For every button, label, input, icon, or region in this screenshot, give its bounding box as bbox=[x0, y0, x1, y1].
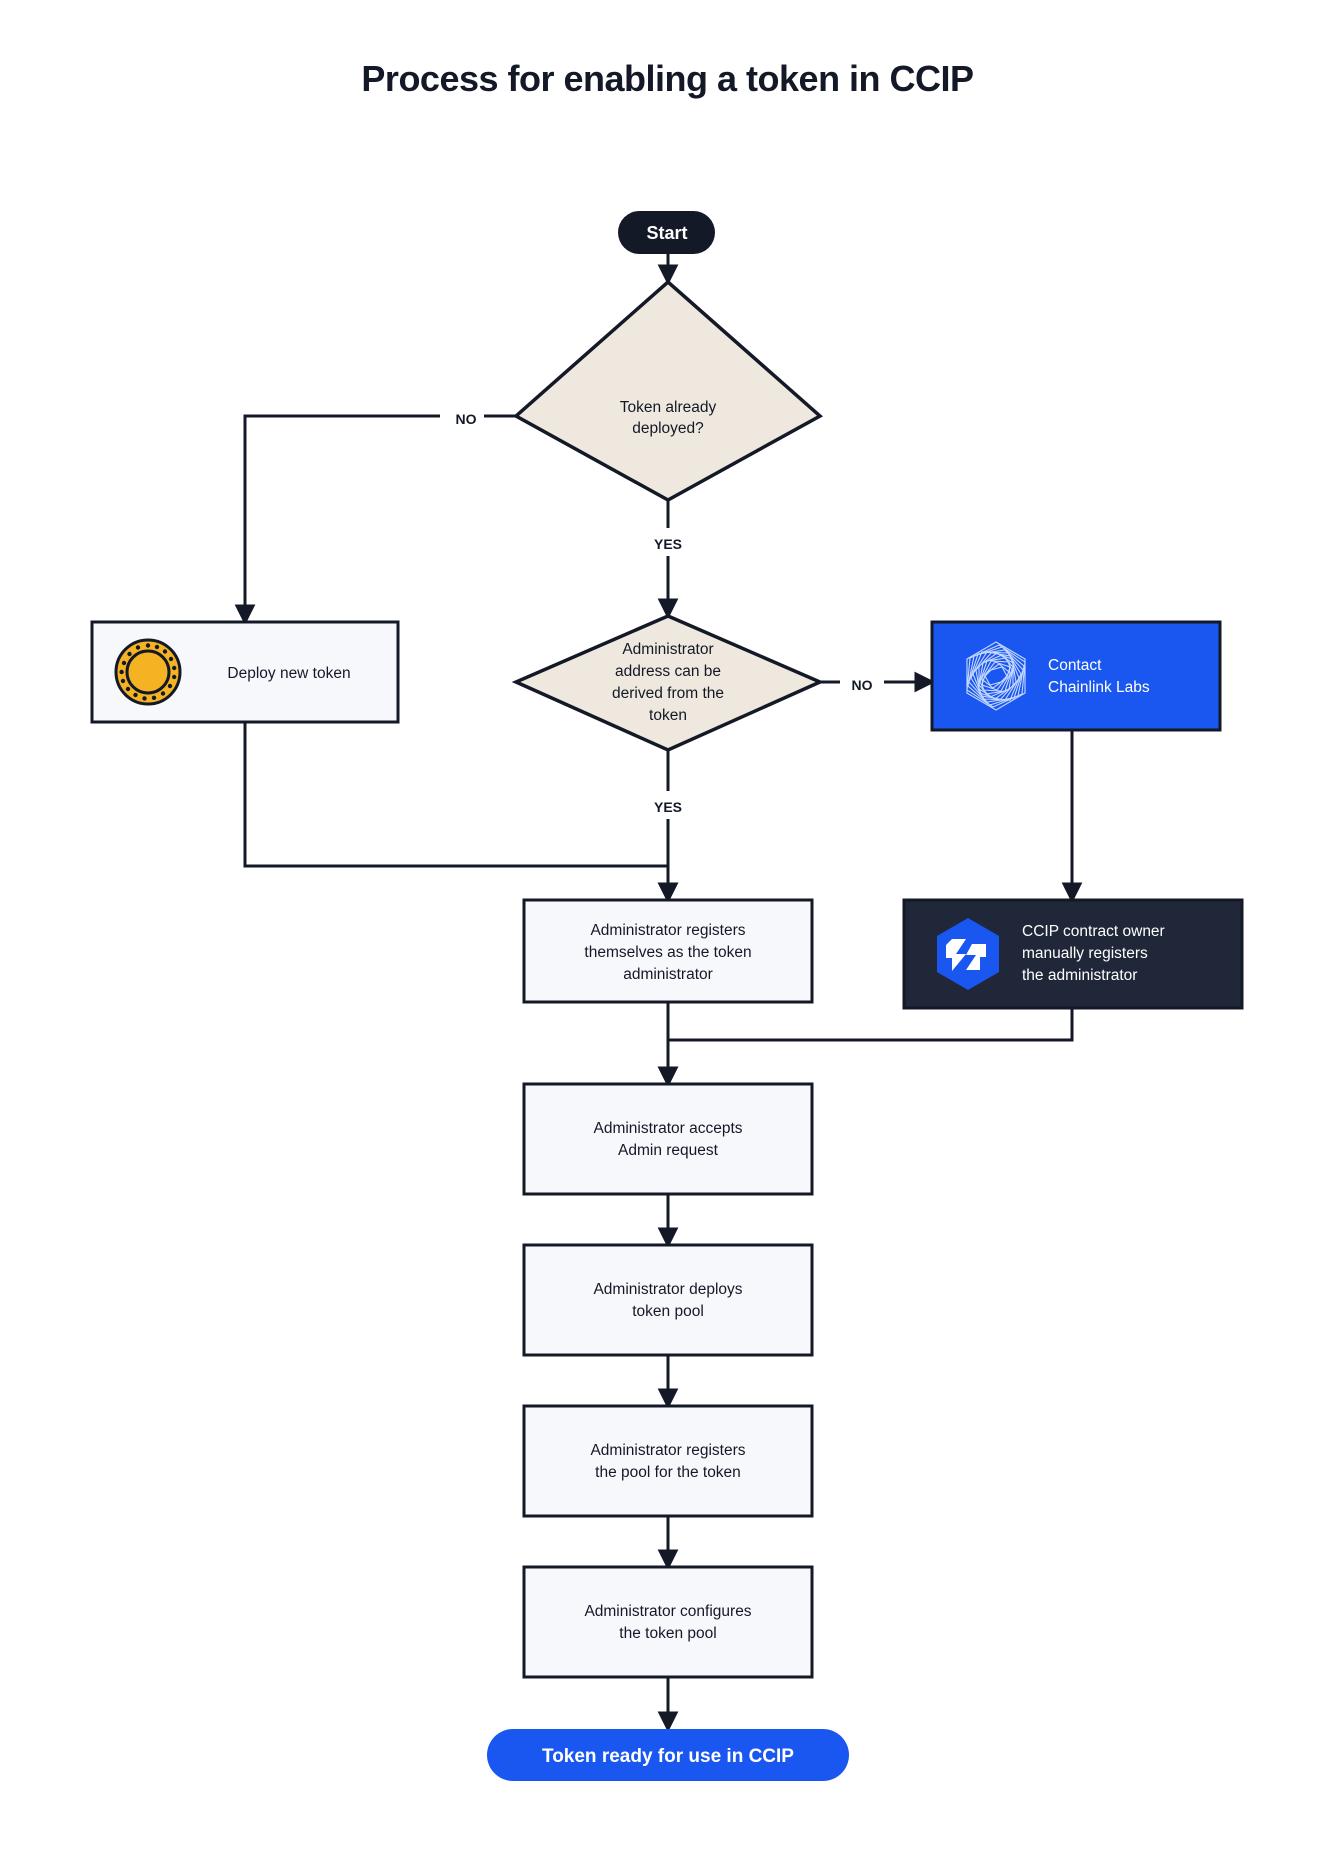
end-pill bbox=[487, 1729, 849, 1781]
ccip-owner-registers-line-3: the administrator bbox=[1022, 967, 1137, 984]
node-start[interactable]: Start bbox=[618, 211, 716, 254]
decision-admin-derived-line-4: token bbox=[649, 707, 687, 724]
node-admin-registers-self[interactable]: Administrator registers themselves as th… bbox=[522, 898, 814, 1004]
admin-deploys-pool-line-2: token pool bbox=[632, 1303, 704, 1320]
node-contact-chainlink[interactable]: Contact Chainlink Labs bbox=[930, 620, 1222, 732]
token-coin-icon bbox=[114, 638, 182, 706]
node-admin-accepts[interactable]: Administrator accepts Admin request bbox=[522, 1082, 814, 1196]
start-pill bbox=[618, 211, 715, 254]
page-title: Process for enabling a token in CCIP bbox=[361, 58, 974, 99]
node-decision-admin-derived[interactable]: Administrator address can be derived fro… bbox=[511, 614, 825, 752]
admin-deploys-pool-box bbox=[522, 1243, 814, 1357]
end-label: Token ready for use in CCIP bbox=[542, 1746, 794, 1767]
admin-accepts-line-1: Administrator accepts bbox=[593, 1120, 742, 1137]
deploy-new-token-label: Deploy new token bbox=[227, 665, 350, 682]
admin-registers-pool-line-1: Administrator registers bbox=[590, 1442, 745, 1459]
contact-chainlink-line-1: Contact bbox=[1048, 657, 1102, 674]
edge-ccip-owner-to-admin-accepts bbox=[657, 1008, 1074, 1088]
decision-deployed-line-2: deployed? bbox=[632, 420, 704, 437]
admin-accepts-line-2: Admin request bbox=[618, 1142, 719, 1159]
node-admin-deploys-pool[interactable]: Administrator deploys token pool bbox=[522, 1243, 814, 1357]
admin-registers-self-box bbox=[522, 898, 814, 1004]
decision-deployed-line-1: Token already bbox=[620, 399, 717, 416]
decision-admin-derived-line-2: address can be bbox=[615, 663, 721, 680]
admin-deploys-pool-line-1: Administrator deploys bbox=[593, 1281, 742, 1298]
node-ccip-owner-registers[interactable]: CCIP contract owner manually registers t… bbox=[902, 898, 1244, 1010]
node-deploy-new-token[interactable]: Deploy new token bbox=[90, 620, 400, 724]
admin-registers-pool-box bbox=[522, 1404, 814, 1518]
decision-admin-derived-line-1: Administrator bbox=[622, 641, 713, 658]
edge-deployed-no-to-deploy bbox=[234, 414, 516, 626]
contact-chainlink-line-2: Chainlink Labs bbox=[1048, 679, 1150, 696]
edge-deploy-to-admin-registers bbox=[243, 722, 679, 904]
admin-configures-pool-line-1: Administrator configures bbox=[584, 1603, 751, 1620]
admin-registers-self-line-2: themselves as the token bbox=[584, 944, 751, 961]
edge-label-deployed-no: NO bbox=[456, 411, 477, 427]
node-end[interactable]: Token ready for use in CCIP bbox=[487, 1729, 849, 1781]
edge-label-admin-derived-no: NO bbox=[852, 677, 873, 693]
edge-labels-layer: NO YES NO YES bbox=[440, 402, 884, 819]
edges-layer bbox=[234, 214, 1083, 1733]
admin-registers-pool-line-2: the pool for the token bbox=[595, 1464, 741, 1481]
ccip-owner-registers-line-2: manually registers bbox=[1022, 945, 1148, 962]
admin-configures-pool-box bbox=[522, 1565, 814, 1679]
ccip-owner-registers-line-1: CCIP contract owner bbox=[1022, 923, 1165, 940]
node-decision-token-deployed[interactable]: Token already deployed? bbox=[512, 279, 824, 502]
edge-label-deployed-yes: YES bbox=[654, 536, 682, 552]
node-admin-configures-pool[interactable]: Administrator configures the token pool bbox=[522, 1565, 814, 1679]
decision-admin-derived-line-3: derived from the bbox=[612, 685, 724, 702]
node-admin-registers-pool[interactable]: Administrator registers the pool for the… bbox=[522, 1404, 814, 1518]
admin-registers-self-line-3: administrator bbox=[623, 966, 713, 983]
contact-chainlink-box bbox=[930, 620, 1222, 732]
admin-accepts-box bbox=[522, 1082, 814, 1196]
admin-configures-pool-line-2: the token pool bbox=[619, 1625, 716, 1642]
decision-admin-derived-shape bbox=[511, 614, 825, 752]
edge-label-admin-derived-yes: YES bbox=[654, 799, 682, 815]
admin-registers-self-line-1: Administrator registers bbox=[590, 922, 745, 939]
start-label: Start bbox=[646, 223, 687, 243]
decision-diamond-shape bbox=[512, 279, 824, 502]
